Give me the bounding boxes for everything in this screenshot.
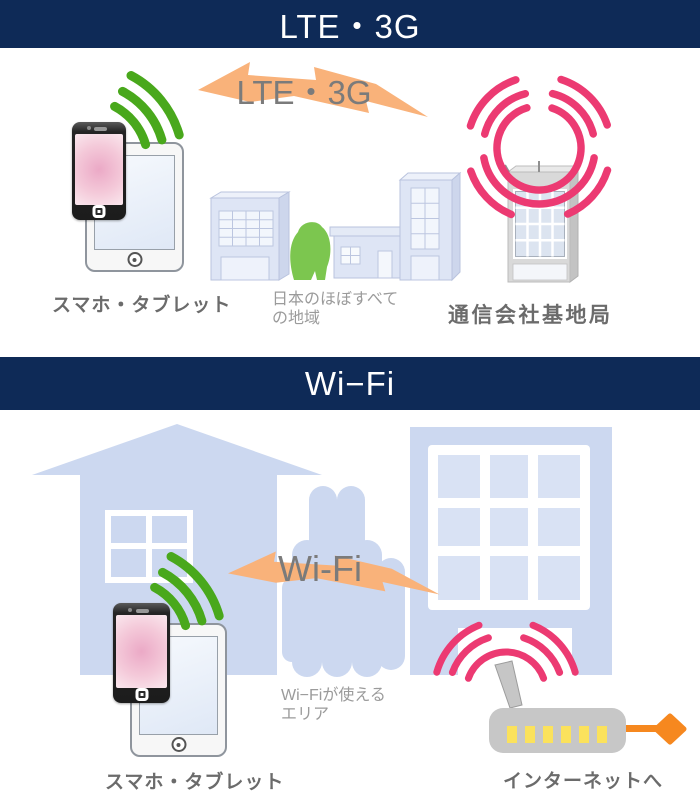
tablet-home-button xyxy=(171,737,186,752)
apartment-building-illustration xyxy=(410,427,612,675)
base-station-icon xyxy=(504,161,580,283)
base-station-label: 通信会社基地局 xyxy=(448,304,613,327)
radio-waves-icon xyxy=(463,72,615,224)
phone-speaker-icon xyxy=(93,127,107,132)
wifi-area-line2: エリア xyxy=(281,706,330,723)
router-antenna-icon xyxy=(494,660,523,709)
lte-device-label: スマホ・タブレット xyxy=(52,295,232,316)
phone-screen xyxy=(116,615,167,688)
wifi-area-label: Wi−Fiが使える エリア xyxy=(281,686,386,724)
router-waves-icon xyxy=(433,621,579,682)
smartphone-icon xyxy=(113,603,170,703)
smartphone-icon xyxy=(72,122,126,220)
router-icon xyxy=(489,660,687,753)
lte-header-title: LTE・3G xyxy=(279,8,421,45)
internet-label: インターネットへ xyxy=(503,771,664,792)
wifi-area-line1: Wi−Fiが使える xyxy=(281,687,386,704)
house-window xyxy=(105,510,193,583)
wifi-section-header: Wi−Fi xyxy=(0,357,700,410)
phone-camera-icon xyxy=(128,607,133,612)
wifi-arrow-label: Wi-Fi xyxy=(278,548,362,589)
lte-coverage-line2: の地域 xyxy=(272,310,321,327)
phone-home-button xyxy=(135,688,148,701)
tablet-home-button xyxy=(127,252,142,267)
internet-arrowhead-icon xyxy=(653,713,687,745)
lte-section-header: LTE・3G xyxy=(0,0,700,48)
lte-coverage-line1: 日本のほぼすべて xyxy=(272,291,399,308)
phone-screen xyxy=(75,133,123,206)
city-buildings-illustration xyxy=(209,171,462,282)
wifi-header-title: Wi−Fi xyxy=(304,364,396,402)
lte-coverage-label: 日本のほぼすべて の地域 xyxy=(272,290,398,328)
internet-cable xyxy=(626,725,662,732)
antenna-icon xyxy=(504,164,510,173)
phone-camera-icon xyxy=(86,126,91,131)
lte-arrow-label: LTE・3G xyxy=(236,74,372,111)
phone-home-button xyxy=(92,205,106,219)
tree-icon xyxy=(290,222,331,280)
phone-speaker-icon xyxy=(135,608,150,613)
router-leds xyxy=(507,726,607,743)
wifi-device-label: スマホ・タブレット xyxy=(105,772,285,793)
